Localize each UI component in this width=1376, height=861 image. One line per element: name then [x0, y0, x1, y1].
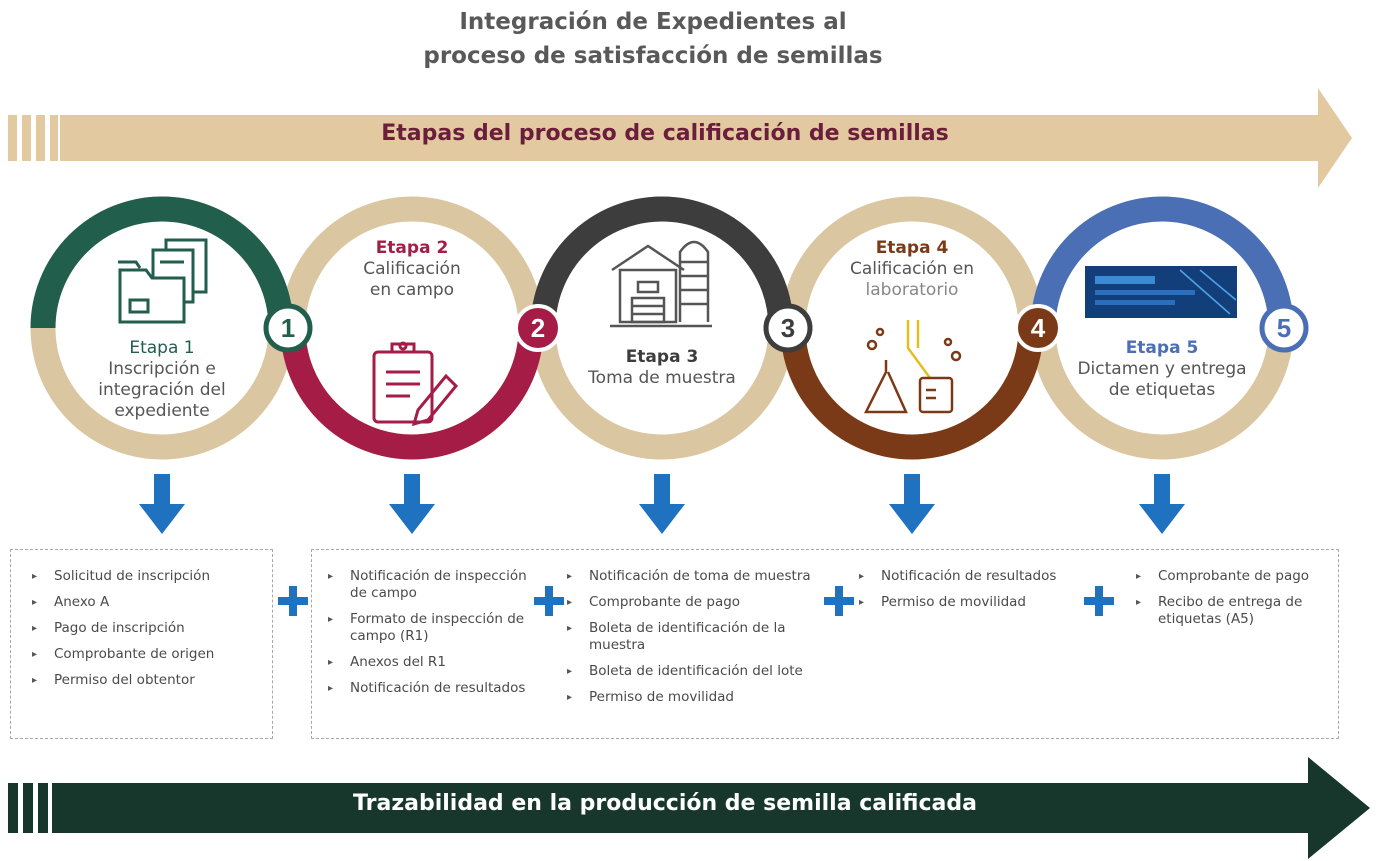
down-arrow-2	[389, 474, 435, 534]
stage-4-desc-2: laboratorio	[865, 280, 959, 300]
down-arrow-3	[639, 474, 685, 534]
documents-list-stage-4: Notificación de resultados Permiso de mo…	[859, 568, 1069, 620]
band-top-label: Etapas del proceso de calificación de se…	[381, 121, 949, 146]
badge-2: 2	[514, 304, 562, 352]
barn-silo-icon	[610, 240, 712, 328]
documents-list-stage-1: Solicitud de inscripción Anexo A Pago de…	[32, 568, 267, 698]
stage-2-desc-1: Calificación	[363, 259, 461, 279]
stage-1-desc-2: integración del	[98, 380, 226, 400]
document-item: Comprobante de pago	[1136, 568, 1326, 585]
document-item: Permiso del obtentor	[32, 672, 267, 689]
document-item: Comprobante de pago	[567, 594, 825, 611]
title-line-1: Integración de Expedientes al	[459, 9, 847, 35]
svg-text:2: 2	[531, 313, 545, 343]
document-item: Notificación de resultados	[328, 680, 540, 697]
svg-text:3: 3	[781, 313, 795, 343]
stage-3-etapa: Etapa 3	[625, 347, 699, 367]
stage-4-desc-1: Calificación en	[849, 259, 975, 279]
page-title: Integración de Expedientes al proceso de…	[0, 5, 1306, 73]
band-bottom-label: Trazabilidad en la producción de semilla…	[353, 791, 977, 816]
document-item: Boleta de identificación del lote	[567, 663, 825, 680]
document-item: Anexos del R1	[328, 654, 540, 671]
stage-3-desc-1: Toma de muestra	[588, 368, 736, 388]
document-item: Permiso de movilidad	[567, 689, 825, 706]
document-item: Formato de inspección de campo (R1)	[328, 611, 540, 645]
document-item: Permiso de movilidad	[859, 594, 1069, 611]
ring-2-arc	[280, 327, 544, 460]
down-arrow-1	[139, 474, 185, 534]
labels-screen-icon	[1085, 266, 1237, 318]
plus-icon-4	[1084, 586, 1114, 616]
stage-2-etapa: Etapa 2	[375, 238, 449, 258]
documents-box-stage-1	[10, 549, 273, 739]
down-arrow-5	[1139, 474, 1185, 534]
badge-3: 3	[763, 303, 813, 353]
document-item: Notificación de inspección de campo	[328, 568, 540, 602]
document-item: Boleta de identificación de la muestra	[567, 620, 825, 654]
stage-1-label: Etapa 1 Inscripción e integración del ex…	[72, 338, 252, 422]
document-item: Notificación de resultados	[859, 568, 1069, 585]
band-top-arrow	[8, 88, 1352, 188]
document-item: Notificación de toma de muestra	[567, 568, 825, 585]
stage-5-desc-1: Dictamen y entrega	[1077, 359, 1247, 379]
ring-5-arc	[1030, 196, 1294, 329]
down-arrow-4	[889, 474, 935, 534]
stage-2-desc-2: en campo	[369, 280, 455, 300]
ring-1-arc	[30, 196, 294, 329]
badge-1: 1	[263, 303, 313, 353]
folders-icon	[118, 238, 208, 324]
stage-5-etapa: Etapa 5	[1125, 338, 1199, 358]
document-item: Recibo de entrega de etiquetas (A5)	[1136, 594, 1326, 628]
svg-text:1: 1	[281, 313, 295, 343]
plus-icon-3	[824, 586, 854, 616]
svg-text:4: 4	[1031, 313, 1046, 343]
documents-list-stage-5: Comprobante de pago Recibo de entrega de…	[1136, 568, 1326, 637]
badge-4: 4	[1014, 304, 1062, 352]
title-line-2: proceso de satisfacción de semillas	[423, 43, 883, 69]
clipboard-pencil-icon	[372, 341, 459, 427]
ring-3-arc	[530, 196, 794, 329]
documents-box-stages-2-5	[311, 549, 1339, 739]
documents-list-stage-2: Notificación de inspección de campo Form…	[328, 568, 540, 706]
document-item: Pago de inscripción	[32, 620, 267, 637]
band-bottom-arrow	[8, 757, 1370, 859]
stage-2-label: Etapa 2 Calificación en campo	[332, 238, 492, 301]
plus-icon-1	[278, 586, 308, 616]
plus-icon-2	[534, 586, 564, 616]
lab-flasks-icon	[863, 320, 962, 414]
stage-1-etapa: Etapa 1	[129, 338, 195, 358]
ring-4-arc	[780, 327, 1044, 460]
stage-1-desc-3: expediente	[114, 401, 210, 421]
stage-5-label: Etapa 5 Dictamen y entrega de etiquetas	[1062, 338, 1262, 401]
badge-5: 5	[1259, 303, 1309, 353]
document-item: Anexo A	[32, 594, 267, 611]
stage-4-label: Etapa 4 Calificación en laboratorio	[832, 238, 992, 301]
svg-text:5: 5	[1277, 313, 1291, 343]
documents-list-stage-3: Notificación de toma de muestra Comproba…	[567, 568, 825, 715]
document-item: Solicitud de inscripción	[32, 568, 267, 585]
stage-5-desc-2: de etiquetas	[1108, 380, 1216, 400]
stage-1-desc-1: Inscripción e	[108, 359, 216, 379]
document-item: Comprobante de origen	[32, 646, 267, 663]
stage-3-label: Etapa 3 Toma de muestra	[572, 347, 752, 389]
stage-4-etapa: Etapa 4	[875, 238, 949, 258]
